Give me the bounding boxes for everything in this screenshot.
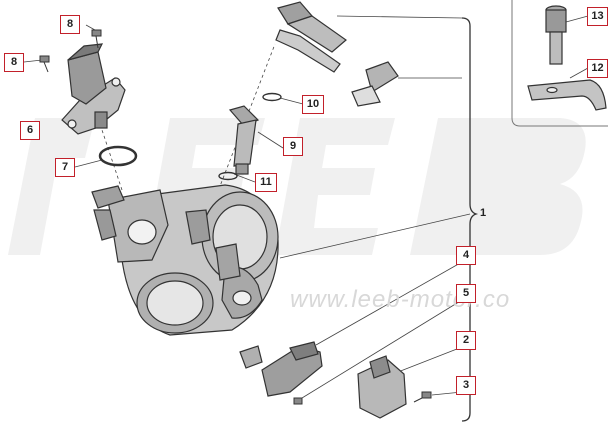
sensor-connector [357,355,407,419]
fuel-rail [275,1,399,107]
socket-cap-screw [545,5,567,65]
callout-13: 13 [587,7,608,26]
callout-11: 11 [255,173,277,192]
throttle-position-sensor [239,341,323,397]
idle-control-valve [61,43,126,135]
callout-1: 1 [480,207,487,219]
group-bracket [461,17,479,422]
callout-5: 5 [456,284,476,303]
injector-seal-upper [262,92,282,102]
callout-6: 6 [20,121,40,140]
callout-2: 2 [456,331,476,350]
o-ring [98,145,138,167]
callout-9: 9 [283,137,303,156]
watermark: www.leeb-motor.co [290,286,511,313]
callout-10: 10 [302,95,324,114]
callout-8-left: 8 [4,53,24,72]
bracket [527,79,607,111]
sensor-screw [293,397,303,405]
callout-7: 7 [55,158,75,177]
fuel-injector [228,105,260,175]
valve-screws [39,29,102,73]
callout-4: 4 [456,246,476,265]
injector-seal-lower [218,171,238,181]
callout-3: 3 [456,376,476,395]
callout-12: 12 [587,59,608,78]
detail-inset-frame [511,0,608,127]
throttle-body-assembly [91,184,279,336]
callout-8-top: 8 [60,15,80,34]
screw [413,391,432,403]
